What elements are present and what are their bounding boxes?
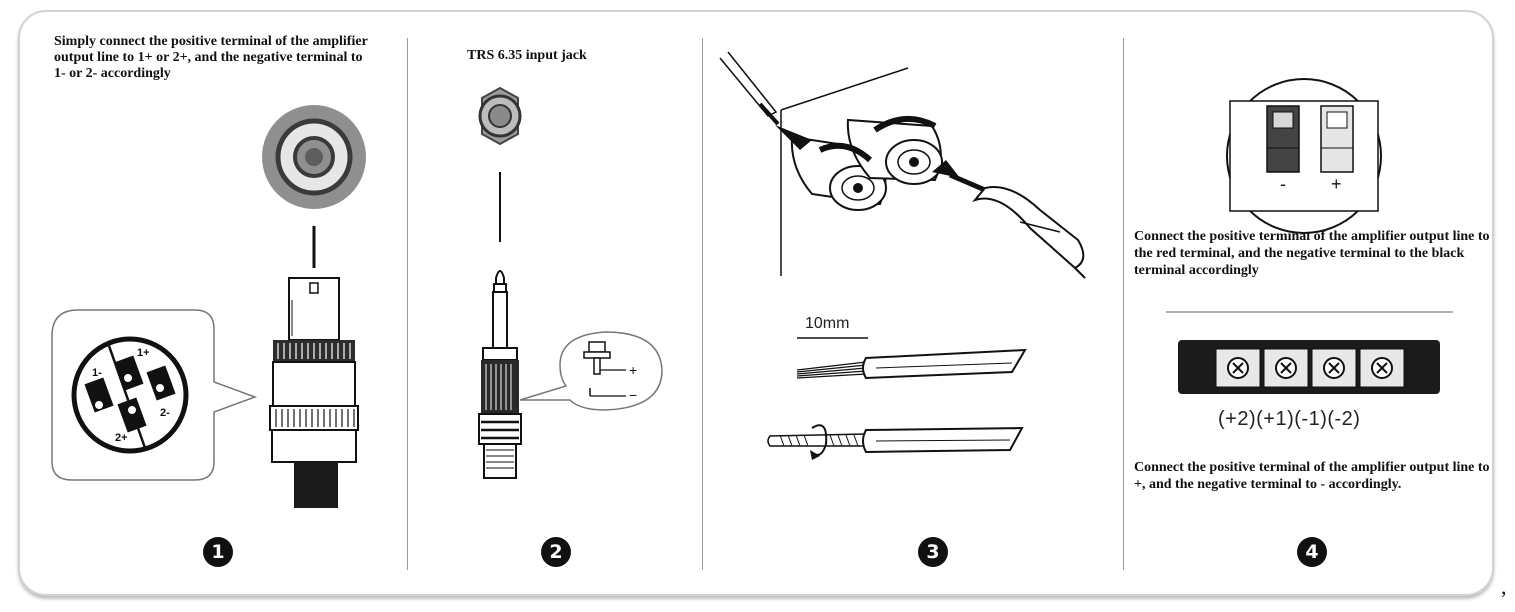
divider-2 (702, 38, 703, 570)
speakon-plug-icon (269, 277, 359, 508)
trailing-comma: , (1501, 574, 1507, 599)
step-2-badge: 2 (541, 537, 571, 567)
step-1-badge: 1 (203, 537, 233, 567)
step-3-badge: 3 (918, 537, 948, 567)
pin-label-2minus: 2- (160, 407, 170, 419)
wire-twist-illustration (767, 424, 1024, 460)
pin-label-1plus: 1+ (137, 347, 150, 359)
panel1-instruction: Simply connect the positive terminal of … (54, 34, 368, 81)
pin-label-1minus: 1- (92, 367, 102, 379)
binding-post-terminal-icon: - + (1226, 78, 1382, 234)
panel4-binding-post-instruction: Connect the positive terminal of the amp… (1134, 229, 1490, 278)
panel4-terminal-strip-instruction: Connect the positive terminal of the amp… (1134, 460, 1490, 492)
pin-label-2plus: 2+ (115, 432, 128, 444)
polarity-plus-label: + (629, 362, 637, 378)
panel2-title: TRS 6.35 input jack (467, 48, 587, 63)
trs-jack-socket-icon (478, 86, 522, 146)
divider-1 (407, 38, 408, 570)
terminal-minus-label: - (1280, 174, 1286, 194)
terminal-strip-codes: (+2)(+1)(-1)(-2) (1218, 408, 1361, 430)
terminal-strip-icon (1178, 340, 1440, 394)
step-4-badge: 4 (1297, 537, 1327, 567)
strip-length-label: 10mm (805, 315, 850, 332)
speakon-pinout-callout: 1+ 1- 2+ 2- (51, 309, 258, 481)
speakon-socket-icon (262, 105, 366, 209)
divider-3 (1123, 38, 1124, 570)
terminal-plus-label: + (1331, 174, 1342, 194)
wire-strip-illustration (796, 337, 1027, 380)
trs-plug-icon (478, 270, 522, 479)
binding-post-illustration (719, 51, 1086, 279)
trs-polarity-callout: + − (519, 331, 663, 411)
polarity-minus-label: − (629, 387, 637, 403)
